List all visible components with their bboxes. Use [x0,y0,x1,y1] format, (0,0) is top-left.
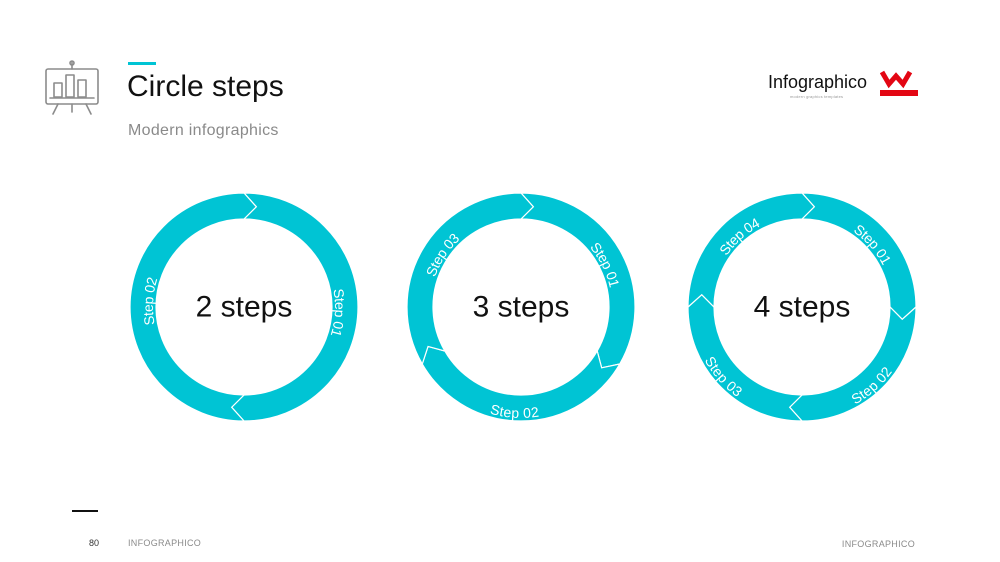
brand-tagline: modern graphics templates [790,94,844,99]
footer-right-text: INFOGRAPHICO [841,539,915,549]
page-number: 80 [89,538,100,548]
center-label: 4 steps [754,291,851,324]
brand-name: Infographico [768,72,868,92]
footer-divider [72,510,98,512]
infographico-w-logo [880,70,918,96]
step-label: Step 02 [489,401,540,421]
ring-segment [788,305,917,422]
page-subtitle: Modern infographics [128,122,279,139]
ring-segment [406,192,535,366]
page-title: Circle steps [127,70,284,103]
title-accent-bar [128,62,156,65]
ring-segment [687,192,816,309]
presentation-board-icon [45,60,99,115]
step-label: Step 02 [140,275,160,326]
step-label: Step 01 [328,288,348,339]
circle-2-steps: Step 01 Step 02 2 steps [129,192,359,422]
brand: Infographico modern graphics templates [768,70,923,106]
ring-segment [129,192,258,422]
center-label: 3 steps [473,291,570,324]
center-label: 2 steps [196,291,293,324]
footer-left-text: INFOGRAPHICO [128,538,202,548]
